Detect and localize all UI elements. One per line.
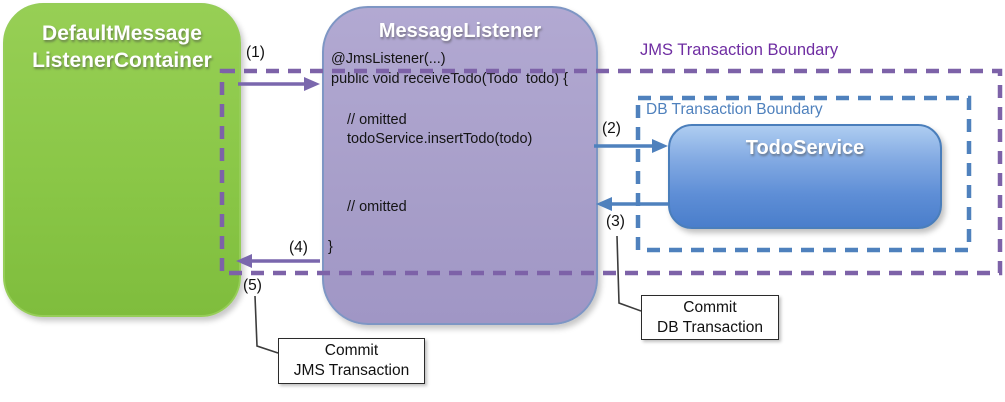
step-label-3: (3) <box>606 213 625 230</box>
arrow-1-head <box>304 77 320 91</box>
commit-jms-transaction-callout: Commit JMS Transaction <box>278 338 425 384</box>
step-label-2: (2) <box>602 120 621 137</box>
arrow-2-head <box>652 139 668 153</box>
commit-db-line1: Commit <box>683 298 737 316</box>
code-annotation: @JmsListener(...) <box>331 51 446 67</box>
commit-db-leader-line <box>616 235 642 312</box>
commit-db-line2: DB Transaction <box>657 318 763 336</box>
step-label-5: (5) <box>243 277 262 294</box>
dmlc-title-line1: DefaultMessage <box>42 22 202 45</box>
jms-transaction-boundary-label: JMS Transaction Boundary <box>640 41 839 59</box>
step-label-4: (4) <box>289 239 308 256</box>
db-transaction-boundary-label: DB Transaction Boundary <box>646 101 823 118</box>
commit-jms-leader-line <box>254 295 279 354</box>
default-message-listener-container-box: DefaultMessage ListenerContainer <box>3 3 241 317</box>
dmlc-title-line2: ListenerContainer <box>32 49 212 72</box>
todo-service-box: TodoService <box>668 124 942 229</box>
commit-jms-line1: Commit <box>324 342 379 359</box>
code-comment-omitted-2: // omitted <box>347 199 407 215</box>
todo-service-title: TodoService <box>745 137 865 159</box>
code-service-call: todoService.insertTodo(todo) <box>347 131 533 147</box>
code-method-signature: public void receiveTodo(Todo todo) { <box>331 71 568 87</box>
step-label-1: (1) <box>246 44 265 61</box>
dmlc-title: DefaultMessage ListenerContainer <box>5 5 239 74</box>
commit-jms-line2: JMS Transaction <box>293 362 410 379</box>
code-closing-brace: } <box>328 239 333 255</box>
commit-db-transaction-callout: Commit DB Transaction <box>641 295 779 340</box>
message-listener-title: MessageListener <box>378 20 542 42</box>
code-comment-omitted-1: // omitted <box>347 112 407 128</box>
arrow-3-head <box>596 197 612 211</box>
